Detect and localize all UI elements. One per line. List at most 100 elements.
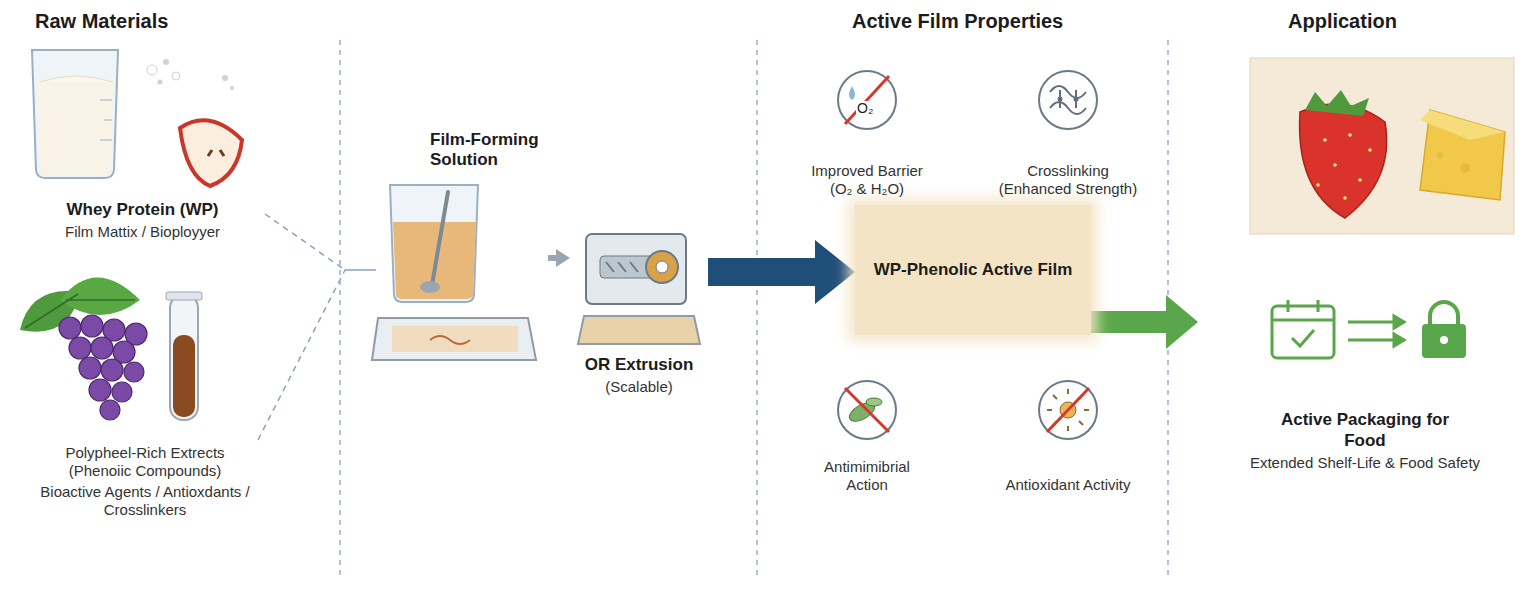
powder-dots-part <box>158 80 163 85</box>
barrier-icon-part <box>845 76 889 124</box>
grape-cluster-part <box>79 357 101 379</box>
node-heading: Film-Forming Solution <box>430 130 542 171</box>
solution-beaker-part <box>420 281 440 293</box>
packaged-food-part <box>1316 183 1320 187</box>
packaged-food-part <box>1460 163 1470 173</box>
grape-cluster-part <box>91 337 113 359</box>
extruder-part <box>586 234 686 304</box>
powder-dots-part <box>222 75 228 81</box>
test-tube-part <box>170 295 198 420</box>
property-item: Improved Barrier (O₂ & H₂O) <box>792 62 942 202</box>
packaged-food-part <box>1368 148 1372 152</box>
crosslink-icon-part <box>1050 86 1086 114</box>
ingredient-group: Polypheel-Rich Extrects (Phenoiic Compou… <box>10 440 280 550</box>
flow-arrow <box>1091 311 1166 333</box>
grape-cluster-part <box>59 317 81 339</box>
whey-beaker-part <box>104 119 112 121</box>
apple-slice-part <box>208 150 224 156</box>
column-divider <box>340 40 1168 580</box>
column-heading: Active Film Properties <box>852 10 1063 32</box>
calendar-icon-part <box>1272 319 1334 322</box>
barrier-icon-part <box>849 86 855 100</box>
dashed-link <box>258 270 376 440</box>
powder-dots-part <box>147 65 157 75</box>
packaged-food <box>1250 58 1514 234</box>
column-divider-part <box>339 40 340 580</box>
crosslink-icon-part <box>1058 97 1063 102</box>
forward-arrows <box>1348 316 1404 346</box>
casting-tray-part <box>430 336 470 344</box>
lock-icon-part <box>1430 302 1458 326</box>
powder-dots-part <box>230 86 234 90</box>
grape-cluster-part <box>89 379 111 401</box>
powder-dots-part <box>172 72 180 80</box>
ingredient-group: Whey Protein (WP)Film Mattix / Bioployye… <box>20 196 265 266</box>
packaged-food-part <box>1420 110 1505 200</box>
barrier-icon <box>838 71 896 129</box>
apple-slice-part <box>180 120 242 186</box>
whey-beaker-part <box>37 82 113 175</box>
dashed-link <box>265 214 376 270</box>
whey-beaker-part <box>100 139 112 141</box>
crosslink-icon <box>1039 71 1097 129</box>
application-box: Active Packaging for FoodExtended Shelf-… <box>1198 296 1532 476</box>
forward-arrows-part <box>1348 339 1396 342</box>
lock-icon <box>1422 302 1466 358</box>
casting-tray-part <box>392 326 518 352</box>
column-heading: Application <box>1288 10 1397 32</box>
column-divider-part <box>1167 40 1168 580</box>
packaged-food-part <box>1316 133 1372 200</box>
grape-cluster-part <box>81 315 103 337</box>
test-tube <box>166 292 202 420</box>
extruder <box>578 234 700 344</box>
node-heading: Polypheel-Rich Extrects (Phenoiic Compou… <box>35 444 255 480</box>
apple-slice <box>180 120 242 186</box>
lock-icon-part <box>1422 324 1466 358</box>
grape-cluster-part <box>69 337 91 359</box>
antimicrobial-icon-part <box>838 381 896 439</box>
process-step: Film-Forming Solution <box>376 126 548 384</box>
node-body: Film Mattix / Bioployyer <box>65 223 220 241</box>
grape-cluster-part <box>101 359 123 381</box>
test-tube-part <box>166 292 202 300</box>
property-item: Crosslinking (Enhanced Strength) <box>985 62 1151 202</box>
packaged-food-part <box>1343 196 1347 200</box>
packaged-food-part <box>1300 104 1387 218</box>
icon-label: O₂ <box>856 101 874 116</box>
powder-dots-part <box>163 59 169 65</box>
node-heading: Crosslinking (Enhanced Strength) <box>993 162 1143 198</box>
whey-beaker-part <box>40 76 113 82</box>
node-body: Extended Shelf-Life & Food Safety <box>1250 454 1480 472</box>
extruder-part <box>578 316 700 344</box>
packaged-food-part <box>1437 152 1443 158</box>
calendar-icon-part <box>1292 330 1314 346</box>
antioxidant-icon-part <box>1047 388 1089 432</box>
flow-arrow <box>548 255 556 261</box>
grape-cluster <box>59 315 147 420</box>
calendar-icon-part <box>1272 306 1334 358</box>
calendar-icon-part <box>1317 300 1320 312</box>
antioxidant-icon-part <box>1047 389 1089 431</box>
antimicrobial-icon-part <box>845 388 889 432</box>
antimicrobial-icon-part <box>866 398 882 406</box>
solution-beaker <box>390 185 478 302</box>
solution-beaker-part <box>432 192 448 285</box>
extruder-part <box>646 251 678 283</box>
property-item: Antimimibrial Action <box>792 370 942 498</box>
node-heading: Improved Barrier (O₂ & H₂O) <box>798 162 936 198</box>
process-step: OR Extrusion(Scalable) <box>570 215 708 400</box>
forward-arrows-part <box>1394 316 1404 328</box>
packaged-food-part <box>1305 90 1369 116</box>
grape-cluster-part <box>112 382 132 402</box>
node-heading: WP-Phenolic Active Film <box>874 260 1073 280</box>
extruder-part <box>606 262 638 272</box>
leaf-part <box>60 278 140 316</box>
powder-dots <box>147 59 234 90</box>
test-tube-part <box>173 335 195 417</box>
casting-tray <box>372 318 536 360</box>
casting-tray-part <box>372 318 536 360</box>
node-body: Bioactive Agents / Antioxdants / Crossli… <box>30 483 260 519</box>
